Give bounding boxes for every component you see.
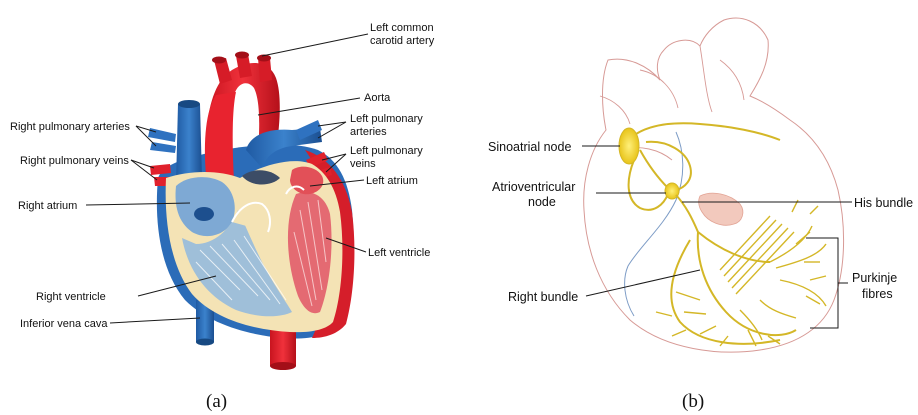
caption-panel-a: (a) [206,391,227,412]
label-aorta: Aorta [364,92,391,104]
label-right-atrium: Right atrium [18,200,77,212]
heart-outline [584,18,844,352]
heart-anatomy-illustration [148,52,354,371]
left-subclavian-artery [258,58,272,82]
descending-aorta [270,330,296,366]
coronary-sinus-opening [194,207,214,221]
label-right-pulmonary-veins: Right pulmonary veins [20,155,129,167]
label-atrioventricular-node-line2: node [528,195,556,209]
superior-vena-cava [176,104,202,184]
caption-panel-b: (b) [682,391,704,412]
label-purkinje-fibres-line2: fibres [862,287,893,301]
label-left-pulmonary-arteries-line2: arteries [350,126,387,138]
label-right-ventricle: Right ventricle [36,291,106,303]
conduction-system-illustration [584,18,844,352]
label-left-pulmonary-veins-line2: veins [350,158,376,170]
label-sinoatrial-node: Sinoatrial node [488,140,571,154]
label-left-atrium: Left atrium [366,175,418,187]
sinoatrial-node [619,128,639,164]
label-left-ventricle: Left ventricle [368,247,430,259]
right-pulmonary-artery-1 [148,128,176,142]
label-purkinje-fibres-line1: Purkinje [852,271,897,285]
his-region-tissue [699,193,743,225]
label-left-pulmonary-arteries-line1: Left pulmonary [350,113,423,125]
label-his-bundle: His bundle [854,196,913,210]
superior-vena-cava-opening [178,100,200,108]
label-atrioventricular-node-line1: Atrioventricular [492,180,575,194]
label-left-common-carotid-artery-line1: Left common [370,22,434,34]
aorta-opening [270,362,296,370]
artery-opening [212,57,226,64]
vena-cava-opening [196,339,214,346]
aorta-body [205,92,236,180]
label-right-pulmonary-arteries: Right pulmonary arteries [10,121,130,133]
artery-opening [235,52,249,59]
label-left-pulmonary-veins-line1: Left pulmonary [350,145,423,157]
panel-b-labels: Sinoatrial node Atrioventricular node Hi… [488,140,913,304]
label-left-common-carotid-artery-line2: carotid artery [370,35,435,47]
label-inferior-vena-cava: Inferior vena cava [20,318,108,330]
label-right-bundle: Right bundle [508,290,578,304]
